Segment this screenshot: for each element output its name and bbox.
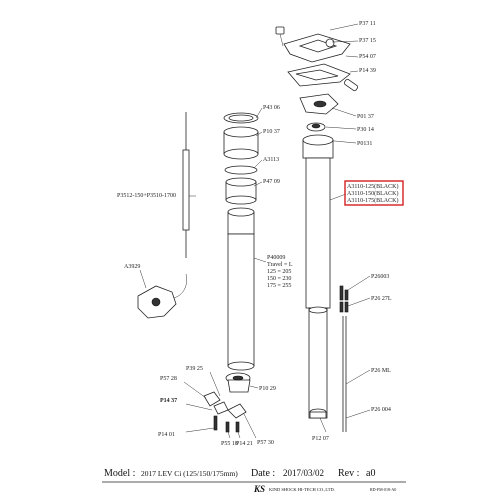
outer-tube xyxy=(227,207,267,371)
inner-post-body-part xyxy=(305,157,331,309)
company-logo: KS xyxy=(253,484,265,494)
small-clip-2-part xyxy=(213,401,229,415)
label-p43-06: P43 06 xyxy=(263,105,280,111)
label-p0131: P0131 xyxy=(357,141,372,147)
label-travel: Travel = L xyxy=(267,262,293,268)
label-a3113: A3113 xyxy=(263,157,279,163)
model-value: 2017 LEV Ci (125/150/175mm) xyxy=(141,469,238,478)
remote-cable xyxy=(182,112,196,258)
highlight-box xyxy=(344,180,404,206)
label-p14-37: P14 37 xyxy=(160,398,177,404)
model-label: Model : xyxy=(104,468,135,479)
pin-3-part xyxy=(339,301,344,313)
bottom-nut-body-part xyxy=(309,411,327,419)
bottom-actuator xyxy=(183,371,259,439)
label-p01-37: P01 37 xyxy=(357,114,374,120)
guide-top xyxy=(225,177,257,187)
date-label: Date : xyxy=(251,468,275,479)
inner-post-shaft-part xyxy=(308,307,328,419)
bushing-part xyxy=(224,165,258,175)
right-pins xyxy=(339,275,371,432)
rev-label: Rev : xyxy=(338,468,359,479)
label-p47-09: P47 09 xyxy=(263,179,280,185)
label-p37-15: P37 15 xyxy=(359,38,376,44)
company-name: KIND SHOCK HI-TECH CO.,LTD. xyxy=(269,487,335,493)
outer-tube-base xyxy=(227,361,255,371)
date-value: 2017/03/02 xyxy=(283,468,324,478)
label-p3512: P3512-150+P3510-1700 xyxy=(117,193,176,199)
label-a3110-125: A3110-125(BLACK) xyxy=(347,183,398,190)
clamp-bolt-part xyxy=(275,26,285,35)
pin-1-part xyxy=(339,285,344,301)
label-p10-29: P10 29 xyxy=(259,386,276,392)
lower-clamp-slot-part xyxy=(295,69,339,81)
inner-post-tube xyxy=(302,134,347,433)
label-p57-28: P57 28 xyxy=(160,376,177,382)
label-t175: 175 = 255 xyxy=(267,283,291,289)
label-p55-18: P55 18 xyxy=(221,441,238,447)
label-p40009: P40009 xyxy=(267,255,285,261)
label-p39-25: P39 25 xyxy=(186,366,203,372)
top-cap-core-part xyxy=(311,123,321,129)
pin-4-part xyxy=(344,301,349,313)
set-screw-3-part xyxy=(235,421,240,433)
small-clip-3-part xyxy=(227,403,247,419)
guide-bottom xyxy=(225,195,257,205)
label-p14-01: P14 01 xyxy=(158,432,175,438)
shaft-top-part xyxy=(308,306,328,314)
part-labels: P37 11 P37 15 P54 07 P14 39 P01 37 P30 1… xyxy=(117,21,398,447)
collar-nut-bottom xyxy=(223,148,259,160)
head-dark-part xyxy=(313,100,327,108)
seal-ring-1-inner xyxy=(228,114,254,122)
outer-tube-body-part xyxy=(227,233,255,367)
actuator-core-part xyxy=(232,375,244,381)
label-p14-21: P14 21 xyxy=(236,441,253,447)
small-clip-part xyxy=(203,391,221,407)
actuator-body-part xyxy=(227,379,251,393)
label-p26003: P26003 xyxy=(371,274,389,280)
label-p37-11: P37 11 xyxy=(359,21,376,27)
set-screw-part xyxy=(213,415,218,431)
label-p26-004: P26 004 xyxy=(371,407,391,413)
label-p30-14: P30 14 xyxy=(357,127,374,133)
remote-lever xyxy=(137,269,187,319)
outer-tube-rim xyxy=(227,207,255,217)
label-p57-30: P57 30 xyxy=(257,440,274,446)
label-t125: 125 = 205 xyxy=(267,269,291,275)
lever-cable-line xyxy=(173,273,187,299)
label-a3929: A3929 xyxy=(124,264,140,270)
label-p10-37: P10 37 xyxy=(263,129,280,135)
label-p26-27l: P26 27L xyxy=(371,296,392,302)
label-a3110-150: A3110-150(BLACK) xyxy=(347,190,398,197)
cable-sleeve-part xyxy=(182,149,190,231)
rev-value: a0 xyxy=(366,468,375,479)
seal-stack xyxy=(223,107,263,205)
lever-pivot-part xyxy=(151,297,161,307)
label-p12-07: P12 07 xyxy=(312,436,329,442)
label-t150: 150 = 230 xyxy=(267,276,291,282)
pin-2-part xyxy=(344,289,349,301)
label-p54-07: P54 07 xyxy=(359,54,376,60)
saddle-clamp-assembly xyxy=(275,23,359,144)
post-collar-top-part xyxy=(302,134,334,146)
collar-nut-top xyxy=(223,126,259,138)
doc-code: RD-FM-018-A0 xyxy=(370,487,396,492)
clamp-pin-part xyxy=(343,78,359,92)
label-a3110-175: A3110-175(BLACK) xyxy=(347,197,398,204)
set-screw-2-part xyxy=(225,421,230,433)
label-p26-ml: P26 ML xyxy=(371,368,391,374)
clamp-hole-part xyxy=(325,38,335,48)
title-block: Model : 2017 LEV Ci (125/150/175mm) Date… xyxy=(102,468,406,494)
label-p14-39: P14 39 xyxy=(359,68,376,74)
